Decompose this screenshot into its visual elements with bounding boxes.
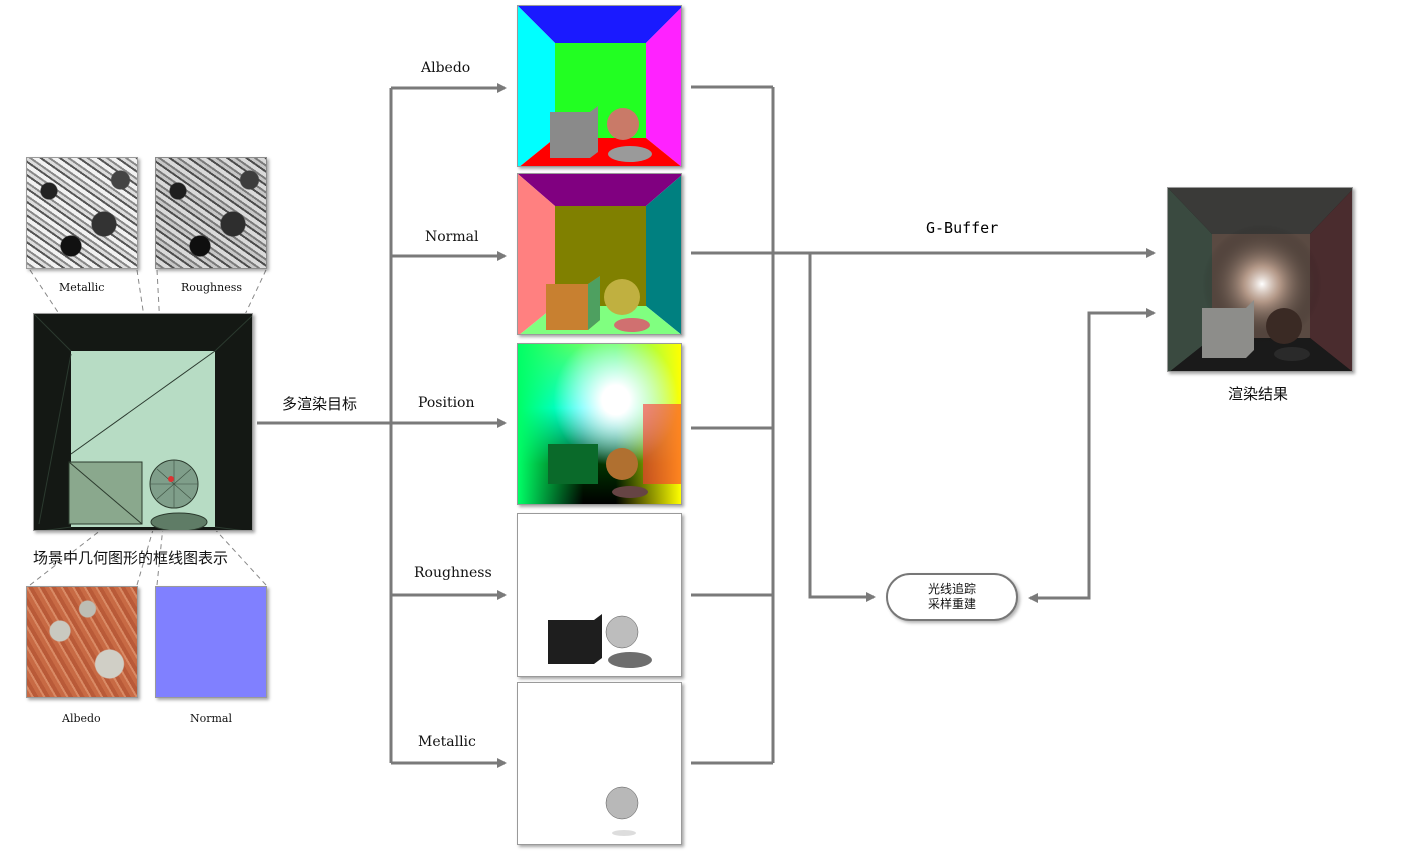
render-result-image (1167, 187, 1353, 372)
raytrace-to-result-arrow (1030, 313, 1154, 598)
metallic-buffer-drawing (518, 683, 682, 845)
raytrace-reconstruction-node: 光线追踪 采样重建 (886, 573, 1018, 621)
metallic-buffer-image (517, 682, 682, 845)
buffer-label-metallic: Metallic (418, 734, 476, 750)
albedo-texture-label: Albedo (62, 712, 101, 725)
scene-wireframe-drawing (34, 314, 253, 531)
albedo-buffer-image (517, 5, 682, 167)
buffer-label-roughness: Roughness (414, 565, 492, 581)
roughness-texture (155, 157, 267, 269)
scene-caption: 场景中几何图形的框线图表示 (33, 547, 228, 568)
buffer-label-position: Position (418, 395, 475, 411)
render-result-drawing (1168, 188, 1353, 372)
roughness-texture-label: Roughness (181, 281, 242, 294)
roughness-buffer-image (517, 513, 682, 677)
render-result-label: 渲染结果 (1228, 383, 1288, 404)
mrt-label: 多渲染目标 (282, 393, 357, 414)
buffer-label-normal: Normal (425, 229, 478, 245)
normal-buffer-drawing (518, 174, 682, 335)
albedo-buffer-drawing (518, 6, 682, 167)
normal-texture-label: Normal (190, 712, 232, 725)
gbuffer-label: G-Buffer (926, 219, 998, 237)
metallic-texture (26, 157, 138, 269)
normal-texture (155, 586, 267, 698)
scene-wireframe (33, 313, 253, 531)
position-buffer-image (517, 343, 682, 505)
buffer-label-albedo: Albedo (421, 60, 470, 76)
normal-buffer-image (517, 173, 682, 335)
to-raytrace-arrow (810, 253, 874, 597)
albedo-texture (26, 586, 138, 698)
raytrace-line-2: 采样重建 (928, 597, 976, 612)
position-buffer-drawing (518, 344, 682, 505)
raytrace-line-1: 光线追踪 (928, 582, 976, 597)
roughness-buffer-drawing (518, 514, 682, 677)
metallic-texture-label: Metallic (59, 281, 104, 294)
